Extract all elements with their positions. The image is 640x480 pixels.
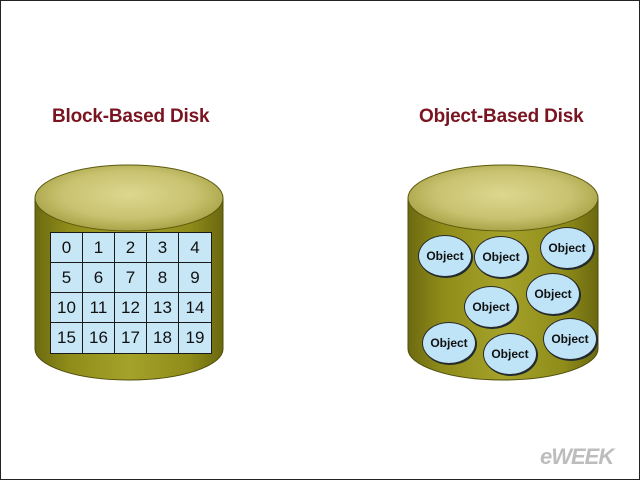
- block-cell: 14: [179, 293, 211, 323]
- block-cell: 7: [115, 263, 147, 293]
- object-bubble: Object: [526, 273, 580, 315]
- block-cell: 11: [83, 293, 115, 323]
- object-bubble: Object: [418, 235, 472, 277]
- block-cell: 19: [185, 328, 205, 347]
- block-cell: 0: [51, 233, 83, 263]
- object-bubble: Object: [483, 333, 537, 375]
- object-bubble: Object: [543, 318, 597, 360]
- block-cell: 17: [115, 323, 147, 353]
- block-cell: 2: [115, 233, 147, 263]
- block-cell: 16: [83, 323, 115, 353]
- object-disk-title: Object-Based Disk: [419, 106, 584, 127]
- block-disk-title: Block-Based Disk: [52, 106, 210, 127]
- block-grid: 0 1 2 3 4 5 6 7 8 9 10 11 12 13 14 15 16…: [50, 232, 212, 354]
- block-cell: 12: [115, 293, 147, 323]
- block-cell: 6: [83, 263, 115, 293]
- block-cell: 4: [179, 233, 211, 263]
- block-cell: 8: [147, 263, 179, 293]
- object-bubble: Object: [474, 236, 528, 278]
- block-cell: 5: [51, 263, 83, 293]
- object-bubble: Object: [464, 286, 518, 328]
- eweek-logo: eWEEK: [540, 444, 614, 469]
- block-cell: 9: [179, 263, 211, 293]
- block-cell: 13: [147, 293, 179, 323]
- block-cell: 1: [83, 233, 115, 263]
- block-cell: 18: [147, 323, 179, 353]
- block-cell: 15: [51, 323, 83, 353]
- object-bubble: Object: [422, 322, 476, 364]
- object-bubble: Object: [540, 227, 594, 269]
- block-cell: 3: [147, 233, 179, 263]
- block-cell: 10: [51, 293, 83, 323]
